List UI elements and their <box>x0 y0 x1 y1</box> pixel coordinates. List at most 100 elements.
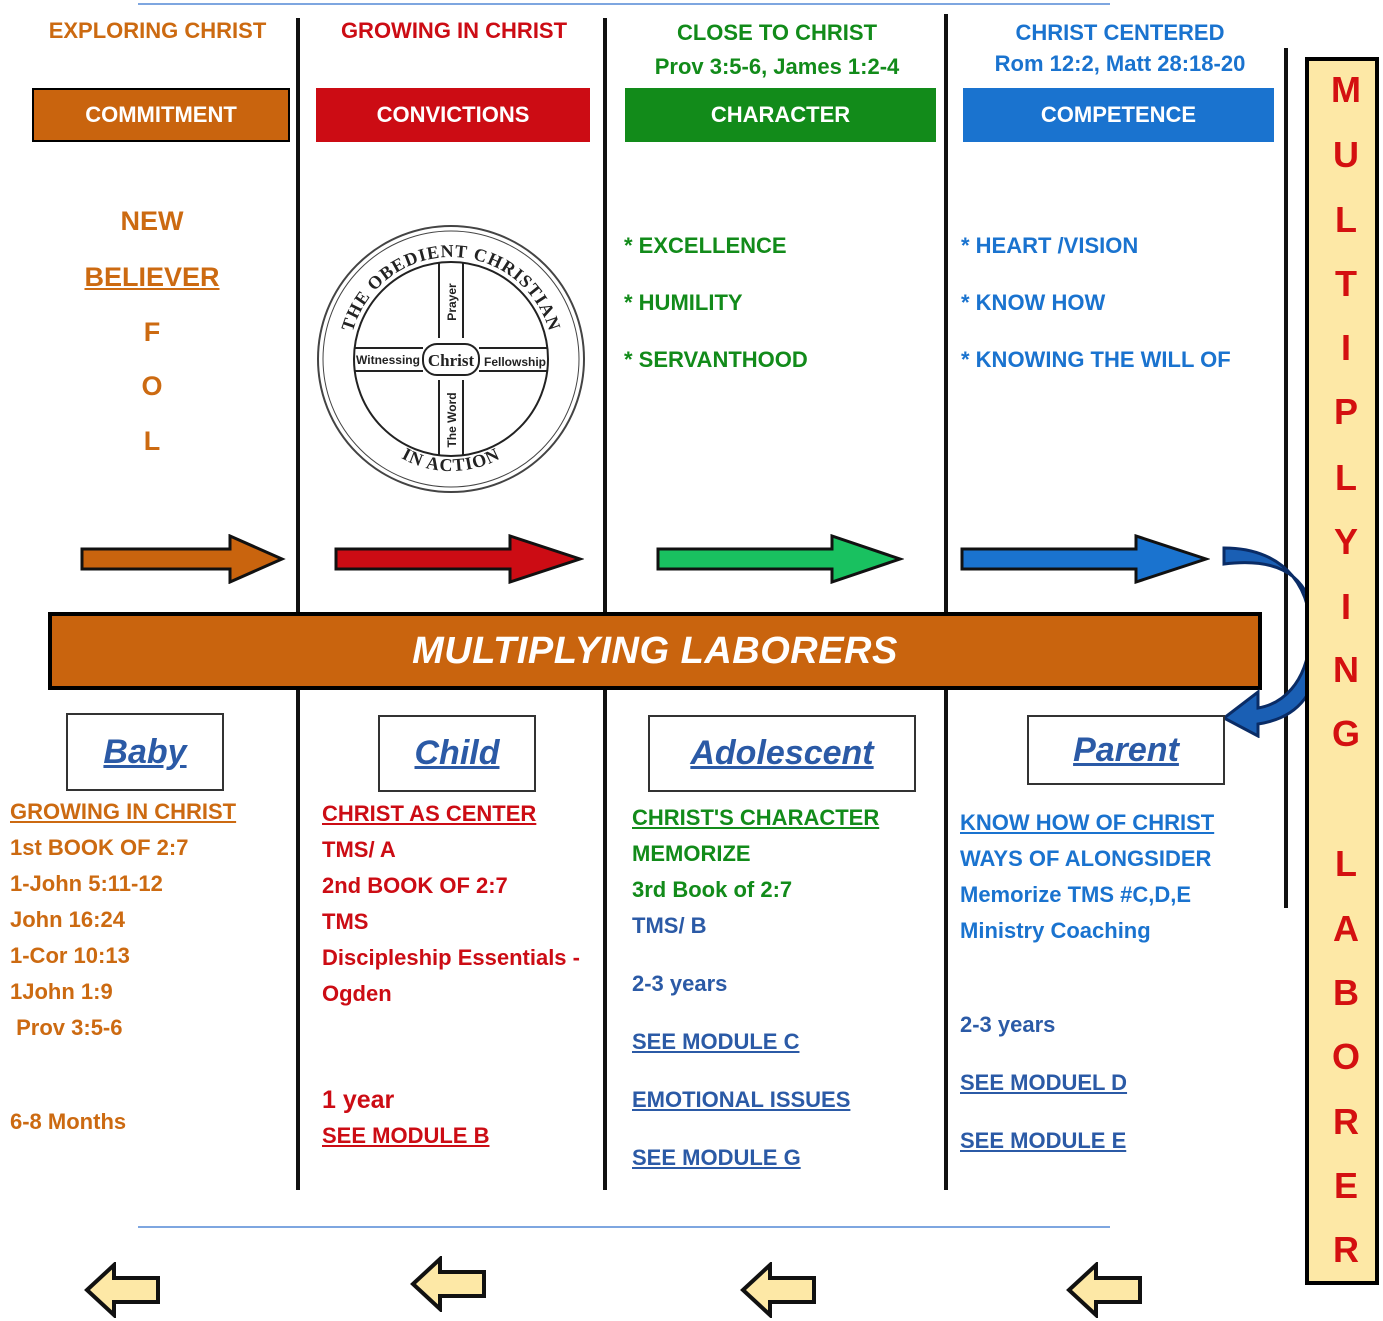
top-divider <box>138 3 1110 5</box>
column-heading-1: EXPLORING CHRIST <box>48 18 267 43</box>
list-item: Ogden <box>322 981 392 1006</box>
list-item: Ministry Coaching <box>960 918 1151 943</box>
side-letter: L <box>1335 457 1357 498</box>
list-item: 1 year <box>322 1086 395 1114</box>
column-heading-2: GROWING IN CHRIST <box>340 18 568 43</box>
list-item: Discipleship Essentials - <box>322 945 580 970</box>
multiplying-laborers-bar: MULTIPLYING LABORERS <box>48 612 1262 690</box>
column-heading-4: CHRIST CENTERED Rom 12:2, Matt 28:18-20 <box>994 20 1246 76</box>
list-item: KNOW HOW OF CHRIST <box>960 810 1215 835</box>
orange-right-arrow <box>80 534 286 584</box>
multiplying-laborer-side-banner: M U L T I P L Y I N G L A B O R E R <box>1305 57 1379 1285</box>
left-arrow-2 <box>410 1256 486 1312</box>
list-item: SEE MODULE C <box>632 1029 800 1054</box>
list-item: CHRIST'S CHARACTER <box>632 805 880 830</box>
side-letter: N <box>1333 649 1359 690</box>
side-letter: E <box>1333 1165 1358 1206</box>
left-arrow-1 <box>84 1262 160 1318</box>
list-item: SEE MODUEL D <box>960 1070 1128 1095</box>
fol-letter-f: F <box>143 317 161 347</box>
column-divider-2 <box>603 18 607 1190</box>
list-item: TMS/ A <box>322 837 396 862</box>
side-letter: O <box>1331 1036 1360 1077</box>
side-letter: U <box>1333 134 1359 175</box>
list-item: SEE MODULE G <box>632 1145 801 1170</box>
baby-list: GROWING IN CHRIST 1st BOOK OF 2:7 1-John… <box>10 794 236 1140</box>
list-item: 1st BOOK OF 2:7 <box>10 835 189 860</box>
list-item: 1-John 5:11-12 <box>10 871 163 896</box>
character-banner: CHARACTER <box>625 88 936 142</box>
list-item: Prov 3:5-6 <box>10 1015 123 1040</box>
left-arrow-3 <box>740 1262 816 1318</box>
stage-child: Child <box>378 715 536 792</box>
obedient-christian-wheel: Christ THE OBEDIENT CHRISTIAN IN ACTION … <box>317 225 585 493</box>
side-letter: M <box>1331 69 1361 110</box>
side-letter: R <box>1333 1101 1359 1142</box>
list-item: SEE MODULE E <box>960 1128 1127 1153</box>
character-traits: * EXCELLENCE * HUMILITY * SERVANTHOOD <box>624 232 808 403</box>
side-letter: R <box>1333 1229 1359 1270</box>
list-item: EMOTIONAL ISSUES <box>632 1087 851 1112</box>
side-letter: L <box>1335 199 1357 240</box>
side-letter: G <box>1331 713 1360 754</box>
list-item: MEMORIZE <box>632 841 751 866</box>
column-divider-4 <box>1284 48 1288 908</box>
column-divider-1 <box>296 18 300 1190</box>
list-item: TMS <box>322 909 369 934</box>
red-right-arrow <box>334 534 584 584</box>
convictions-banner: CONVICTIONS <box>316 88 590 142</box>
left-arrow-4 <box>1066 1262 1142 1318</box>
side-letter: A <box>1333 908 1359 949</box>
trait-item: * HUMILITY <box>624 290 743 315</box>
list-item: TMS/ B <box>632 913 707 938</box>
side-letter: I <box>1340 586 1351 627</box>
trait-item: * KNOW HOW <box>961 290 1106 315</box>
list-item: 3rd Book of 2:7 <box>632 877 793 902</box>
side-letter: Y <box>1333 521 1358 562</box>
column-divider-3 <box>944 14 948 1190</box>
column-heading-3: CLOSE TO CHRIST Prov 3:5-6, James 1:2-4 <box>654 20 900 79</box>
list-item: 2-3 years <box>960 1012 1056 1037</box>
list-item: 2nd BOOK OF 2:7 <box>322 873 508 898</box>
wheel-spoke-witnessing: Witnessing <box>356 353 420 367</box>
list-item: GROWING IN CHRIST <box>10 799 237 824</box>
list-item: 1John 1:9 <box>10 979 113 1004</box>
wheel-spoke-fellowship: Fellowship <box>484 355 546 369</box>
blue-right-arrow <box>960 534 1210 584</box>
list-item: WAYS OF ALONGSIDER <box>960 846 1212 871</box>
trait-item: * HEART /VISION <box>961 233 1139 258</box>
wheel-spoke-prayer: Prayer <box>445 283 459 321</box>
side-letter: T <box>1335 263 1357 304</box>
stage-parent: Parent <box>1027 715 1225 785</box>
curved-return-arrow <box>1221 546 1318 738</box>
list-item: 1-Cor 10:13 <box>10 943 130 968</box>
side-letter: L <box>1335 843 1357 884</box>
bottom-divider <box>138 1226 1110 1228</box>
fol-letter-o: O <box>141 371 163 401</box>
new-label: NEW <box>120 206 184 236</box>
side-letter: P <box>1333 391 1358 432</box>
competence-banner: COMPETENCE <box>963 88 1274 142</box>
competence-traits: * HEART /VISION * KNOW HOW * KNOWING THE… <box>961 232 1231 403</box>
wheel-spoke-word: The Word <box>445 392 459 447</box>
side-letter: I <box>1340 327 1351 368</box>
stage-baby: Baby <box>66 713 224 791</box>
stage-adolescent: Adolescent <box>648 715 916 792</box>
trait-item: * KNOWING THE WILL OF <box>961 347 1231 372</box>
fol-letter-l: L <box>143 426 161 456</box>
trait-item: * EXCELLENCE <box>624 233 787 258</box>
list-item: John 16:24 <box>10 907 125 932</box>
list-item: CHRIST AS CENTER <box>322 801 537 826</box>
green-right-arrow <box>656 534 904 584</box>
list-item: 6-8 Months <box>10 1109 127 1134</box>
list-item: Memorize TMS #C,D,E <box>960 882 1192 907</box>
trait-item: * SERVANTHOOD <box>624 347 808 372</box>
side-letter: B <box>1333 972 1359 1013</box>
commitment-banner: COMMITMENT <box>32 88 290 142</box>
adolescent-list: CHRIST'S CHARACTER MEMORIZE 3rd Book of … <box>632 800 879 1176</box>
believer-label: BELIEVER <box>84 262 220 292</box>
parent-list: KNOW HOW OF CHRIST WAYS OF ALONGSIDER Me… <box>960 805 1214 1159</box>
list-item: 2-3 years <box>632 971 728 996</box>
wheel-center-text: Christ <box>428 351 475 370</box>
child-list: CHRIST AS CENTER TMS/ A 2nd BOOK OF 2:7 … <box>322 796 580 1154</box>
